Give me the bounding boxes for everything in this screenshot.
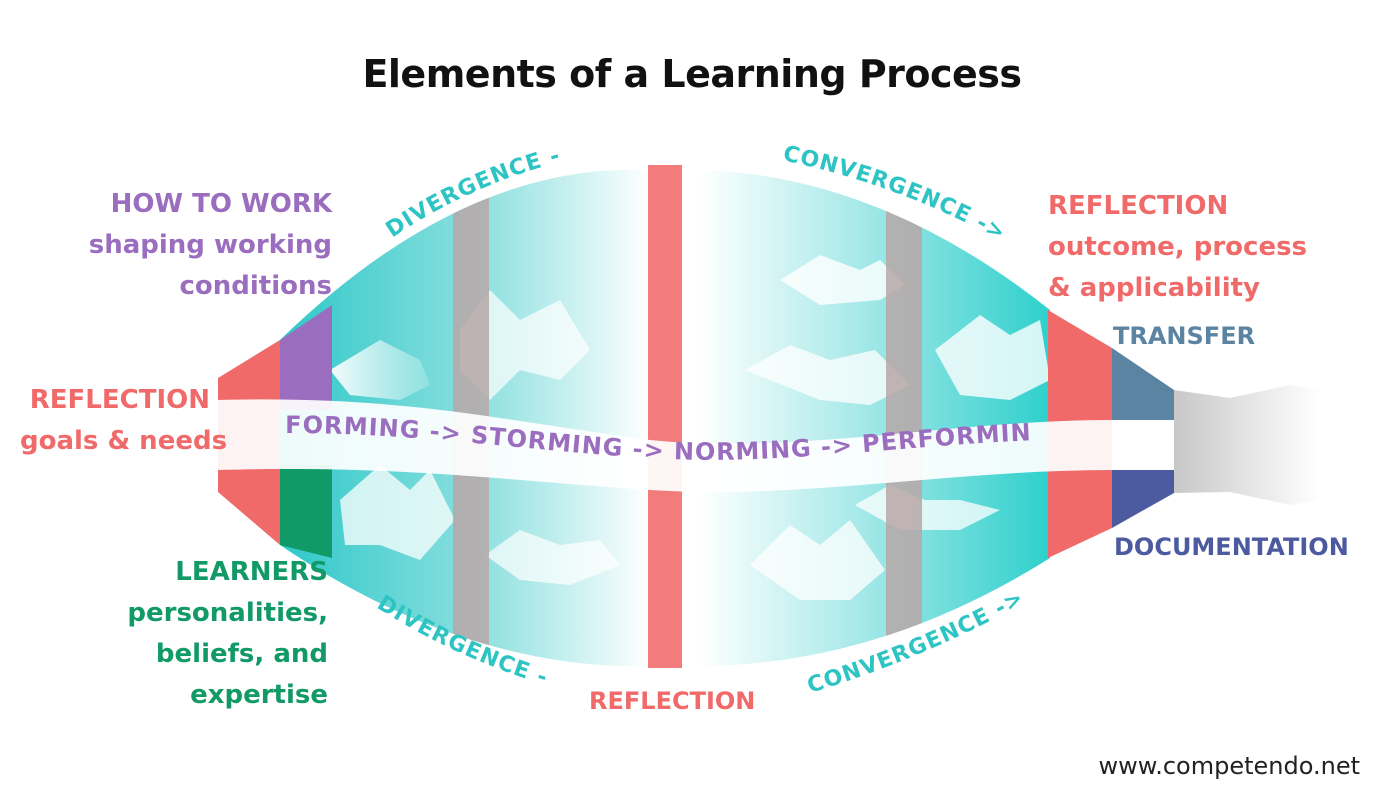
documentation-label: DOCUMENTATION bbox=[1114, 533, 1349, 561]
shape-fragment bbox=[780, 255, 905, 305]
learners-heading: LEARNERS bbox=[175, 557, 328, 587]
transfer-documentation-gap bbox=[1112, 420, 1174, 470]
reflection-end-line-2: & applicability bbox=[1048, 273, 1260, 303]
how-to-work-line-1: shaping working bbox=[88, 230, 332, 260]
how-to-work-line-2: conditions bbox=[179, 271, 333, 301]
how-to-work-block bbox=[280, 305, 332, 410]
learners-line-2: beliefs, and bbox=[155, 639, 328, 669]
transfer-block bbox=[1112, 348, 1174, 420]
reflection-start-heading: REFLECTION bbox=[29, 385, 210, 415]
output-tail bbox=[1174, 385, 1320, 505]
shape-fragment bbox=[745, 345, 910, 405]
shape-fragment bbox=[330, 340, 430, 400]
shape-fragment bbox=[750, 520, 885, 600]
documentation-block bbox=[1112, 470, 1174, 528]
reflection-middle-label: REFLECTION bbox=[589, 687, 756, 715]
shape-fragment bbox=[340, 465, 455, 560]
reflection-end-line-1: outcome, process bbox=[1048, 232, 1308, 262]
flow-ribbon bbox=[218, 399, 1112, 493]
learners-block bbox=[280, 465, 332, 558]
shape-fragment bbox=[935, 315, 1050, 400]
website-url: www.competendo.net bbox=[1098, 752, 1360, 780]
shape-fragment bbox=[460, 290, 590, 400]
reflection-start-line-1: goals & needs bbox=[20, 426, 228, 456]
reflection-end-heading: REFLECTION bbox=[1048, 191, 1229, 221]
transfer-label: TRANSFER bbox=[1113, 322, 1256, 350]
right-convergence-area bbox=[700, 170, 1050, 666]
learners-label: LEARNERS personalities, beliefs, and exp… bbox=[90, 552, 328, 716]
how-to-work-label: HOW TO WORK shaping working conditions bbox=[60, 184, 332, 307]
reflection-end-label: REFLECTION outcome, process & applicabil… bbox=[1048, 186, 1368, 309]
diagram-title: Elements of a Learning Process bbox=[362, 52, 1022, 96]
how-to-work-heading: HOW TO WORK bbox=[110, 189, 332, 219]
shape-fragment bbox=[485, 530, 620, 585]
learners-line-3: expertise bbox=[190, 680, 328, 710]
grey-band-right bbox=[886, 170, 922, 666]
reflection-start-label: REFLECTION goals & needs bbox=[20, 380, 228, 462]
reflection-middle-bar bbox=[648, 165, 682, 668]
learners-line-1: personalities, bbox=[127, 598, 328, 628]
